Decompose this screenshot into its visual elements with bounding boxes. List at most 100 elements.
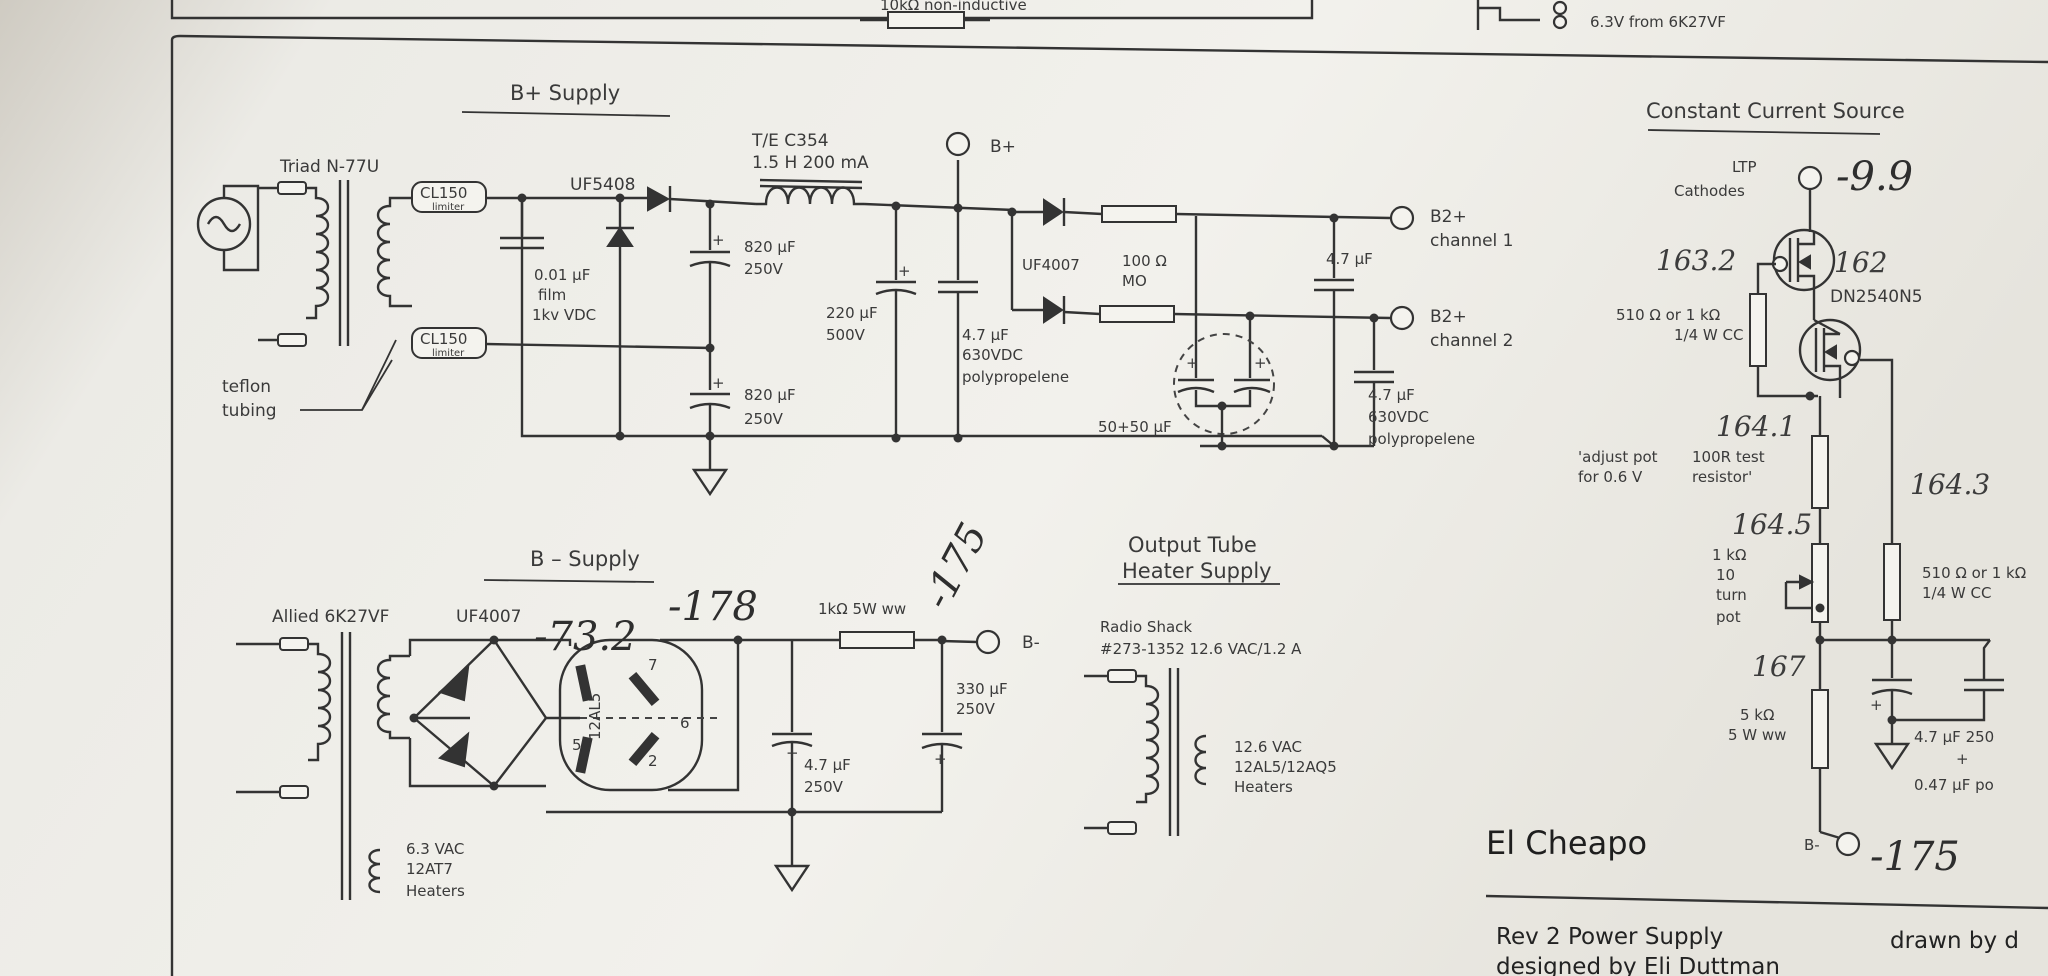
svg-text:+: + — [898, 262, 911, 280]
ccs-test-resistor — [1811, 435, 1829, 509]
adjust-label-2: for 0.6 V — [1578, 468, 1643, 486]
bminus-heater-coil-icon — [368, 848, 381, 894]
ccs-cap-label-2: + — [1956, 750, 1969, 768]
heater-secondary-icon — [1194, 734, 1207, 786]
ccs-res-5k-label-1: 5 kΩ — [1740, 706, 1774, 724]
svg-text:164.5: 164.5 — [1732, 508, 1812, 541]
choke-label-1: T/E C354 — [751, 131, 829, 151]
out-ch2-label-b: channel 2 — [1430, 331, 1514, 351]
cap-47-label-2: 630VDC — [962, 346, 1023, 364]
teflon-label-2: tubing — [222, 401, 277, 421]
svg-text:CL150: CL150 — [420, 184, 467, 202]
ccs-bminus-label: B- — [1804, 836, 1820, 854]
cap-right2-label-3: polypropelene — [1368, 430, 1475, 448]
ccs-res-top — [1749, 293, 1767, 367]
bminus-transformer-label: Allied 6K27VF — [272, 607, 389, 627]
ltp-label-2: Cathodes — [1674, 182, 1745, 200]
svg-text:+: + — [712, 231, 725, 249]
heater-supply: Output Tube Heater Supply Radio Shack #2… — [1084, 533, 1337, 836]
svg-text:+: + — [934, 750, 947, 768]
svg-text:CL150: CL150 — [420, 330, 467, 348]
cap-right2-label-1: 4.7 µF — [1368, 386, 1415, 404]
cap-47-label-1: 4.7 µF — [962, 326, 1009, 344]
bminus-resistor — [839, 631, 915, 649]
ccs-res-right — [1883, 543, 1901, 621]
title-rev-2: designed by Eli Duttman — [1496, 954, 1780, 976]
out-ch2-label-a: B2+ — [1430, 307, 1467, 327]
svg-text:164.3: 164.3 — [1910, 468, 1990, 501]
ccs-res-right-label-2: 1/4 W CC — [1922, 584, 1991, 602]
title-drawn-by: drawn by d — [1890, 928, 2019, 954]
pot-label-4: pot — [1716, 608, 1741, 626]
cap-220-label-2: 500V — [826, 326, 866, 344]
pot-label-1: 1 kΩ — [1712, 546, 1746, 564]
ltp-node — [1797, 165, 1823, 191]
film-cap-label-3: 1kv VDC — [532, 306, 596, 324]
bminus-heading: B – Supply — [530, 547, 640, 571]
heater-source-label-2: #273-1352 12.6 VAC/1.2 A — [1100, 640, 1302, 658]
cap-820-bot-label-1: 820 µF — [744, 386, 796, 404]
bminus-res-label: 1kΩ 5W ww — [818, 600, 906, 618]
mosfet-label: DN2540N5 — [1830, 287, 1923, 307]
heater-out-label-3: Heaters — [1234, 778, 1293, 796]
tube-12al5 — [558, 638, 704, 792]
cap-47-label-3: polypropelene — [962, 368, 1069, 386]
bminus-supply: B – Supply Allied 6K27VF 6.3 VAC 12AT7 H… — [236, 516, 1040, 900]
rectifier-diode-vertical-icon — [606, 226, 634, 247]
resistor-100-ch1 — [1101, 205, 1177, 223]
transformer-primary-icon — [306, 186, 330, 320]
bminus-secondary-icon — [376, 654, 410, 740]
heater-primary-icon — [1136, 674, 1160, 804]
svg-text:7: 7 — [648, 656, 658, 674]
bplus-node-label: B+ — [990, 137, 1016, 157]
ccs-res-5k-label-2: 5 W ww — [1728, 726, 1786, 744]
bminus-primary-icon — [308, 642, 332, 762]
svg-text:+: + — [1254, 354, 1267, 372]
svg-text:164.1: 164.1 — [1716, 410, 1796, 443]
res-100-label-2: MO — [1122, 272, 1147, 290]
cap-820-bot-label-2: 250V — [744, 410, 784, 428]
ccs-ground-icon — [1873, 742, 1911, 771]
film-cap-label-2: film — [538, 286, 566, 304]
ground-icon — [691, 468, 729, 497]
bminus-cap2-label-a: 330 µF — [956, 680, 1008, 698]
pot-label-2: 10 — [1716, 566, 1735, 584]
ccs-res-5k — [1811, 689, 1829, 769]
constant-current-source: Constant Current Source LTP Cathodes -9.… — [1578, 99, 2026, 880]
ltp-label-1: LTP — [1732, 158, 1757, 176]
ccs-res-right-label-1: 510 Ω or 1 kΩ — [1922, 564, 2026, 582]
bminus-node — [975, 629, 1001, 655]
ccs-hand-top: -9.9 — [1836, 154, 1913, 200]
heater-source-label-1: Radio Shack — [1100, 618, 1192, 636]
rectifier-label: UF5408 — [570, 175, 636, 195]
dual-cap-label: 50+50 µF — [1098, 418, 1172, 436]
ccs-res-top-label-2: 1/4 W CC — [1674, 326, 1743, 344]
teflon-label-1: teflon — [222, 377, 271, 397]
test-label-2: resistor' — [1692, 468, 1752, 486]
bridge-diode-2-icon — [438, 731, 470, 768]
ccs-hand-bottom: -175 — [1870, 834, 1960, 880]
choke-icon — [756, 186, 864, 206]
bminus-cap1-label-a: 4.7 µF — [804, 756, 851, 774]
bminus-heater-label-3: Heaters — [406, 882, 465, 900]
bminus-hand-note-1: -73.2 — [534, 614, 637, 660]
top-resistor-label: 10kΩ non-inductive — [880, 0, 1027, 14]
cap-820-top-label-2: 250V — [744, 260, 784, 278]
svg-text:+: + — [1186, 354, 1199, 372]
test-label-1: 100R test — [1692, 448, 1765, 466]
ccs-res-top-label-1: 510 Ω or 1 kΩ — [1616, 306, 1720, 324]
svg-text:163.2: 163.2 — [1656, 244, 1736, 277]
bplus-supply: B+ Supply Triad N-77U CL150 limiter CL15… — [196, 81, 1514, 497]
out-ch1-label-b: channel 1 — [1430, 231, 1514, 251]
svg-text:2: 2 — [648, 752, 658, 770]
bminus-heater-label-1: 6.3 VAC — [406, 840, 464, 858]
bplus-transformer-label: Triad N-77U — [279, 157, 379, 177]
heater-out-label-2: 12AL5/12AQ5 — [1234, 758, 1337, 776]
cap-820-top-label-1: 820 µF — [744, 238, 796, 256]
bminus-node-label: B- — [1022, 633, 1040, 653]
bplus-node — [945, 131, 971, 157]
bminus-ground-icon — [773, 864, 811, 893]
out-ch2-node — [1389, 305, 1415, 331]
ccs-cap-label-1: 4.7 µF 250 — [1914, 728, 1994, 746]
